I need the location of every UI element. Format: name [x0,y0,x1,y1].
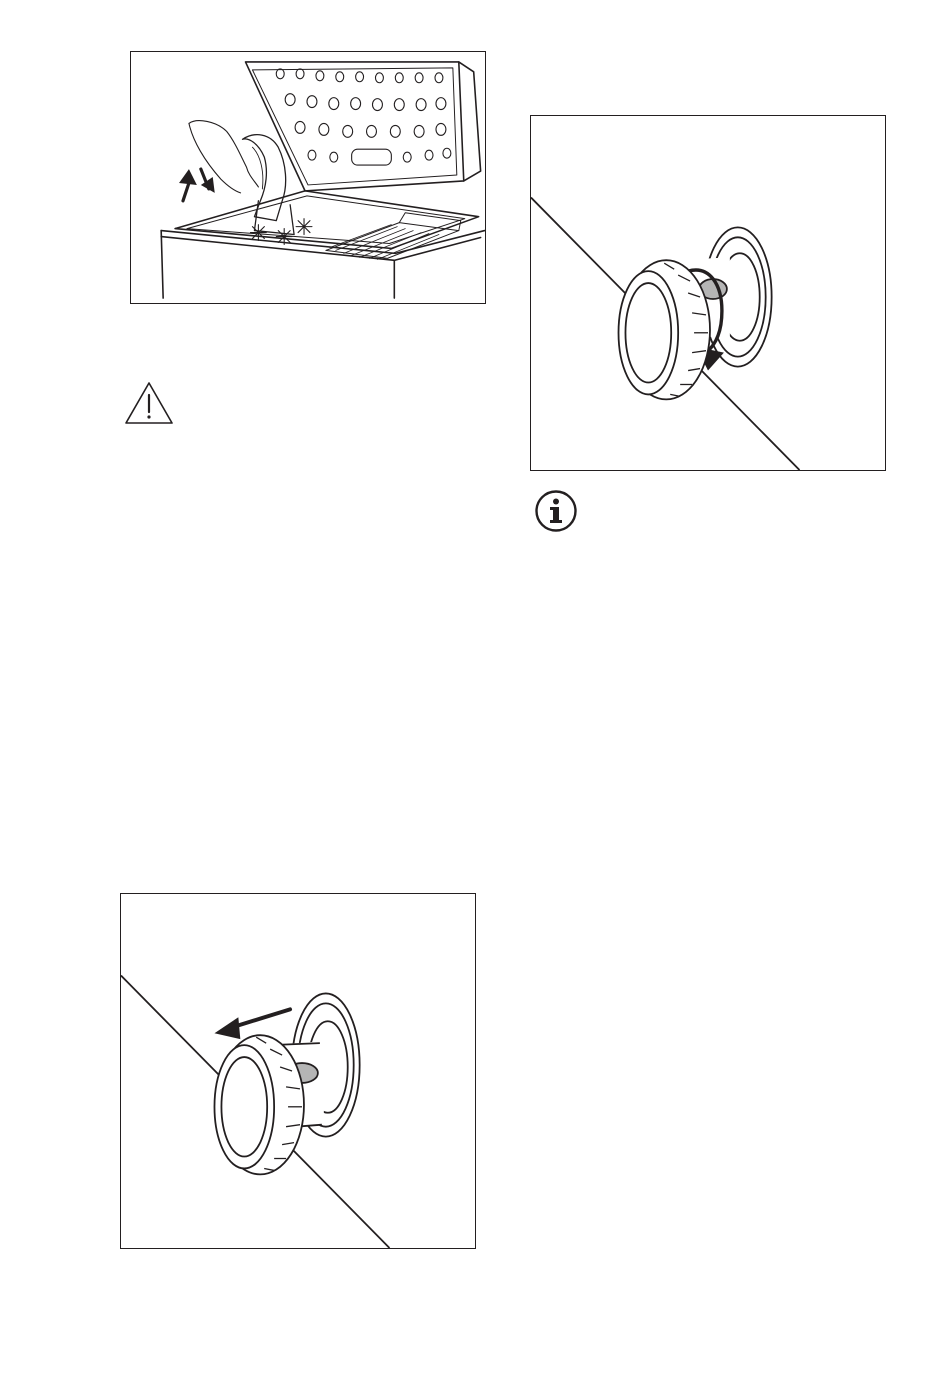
knob-rotate-illustration [530,115,886,471]
freezer-svg [131,52,485,303]
info-circle-icon [534,489,578,533]
knob-turn-svg [531,116,885,470]
freezer-defrost-illustration [130,51,486,304]
knob-pull-illustration [120,893,476,1249]
warning-triangle-icon [123,380,175,426]
knob-pull-svg [121,894,475,1248]
